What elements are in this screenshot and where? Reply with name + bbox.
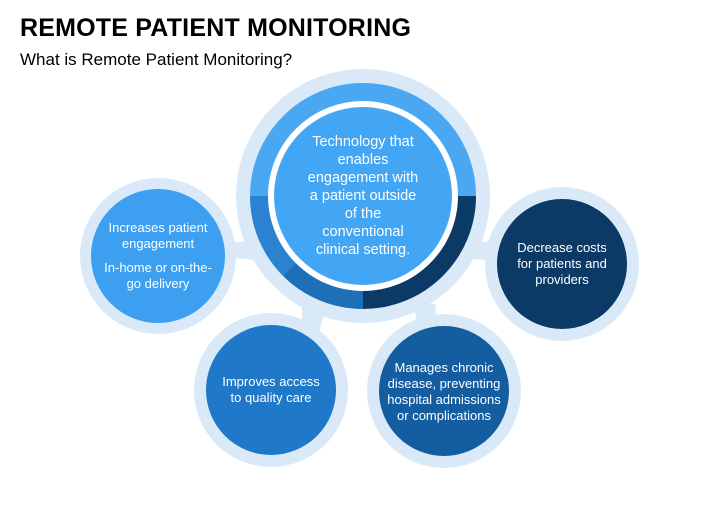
node-access-text: Improves access to quality care (222, 346, 320, 434)
node-circle-costs (497, 199, 627, 329)
node-chronic-text: Manages chronic disease, preventing hosp… (383, 350, 505, 434)
node-costs-line-1: Decrease costs for patients and provider… (517, 239, 607, 288)
page-subtitle: What is Remote Patient Monitoring? (20, 50, 293, 69)
node-chronic-line-1: Manages chronic disease, preventing hosp… (387, 359, 501, 424)
center-circle (274, 107, 452, 285)
center-text-label: Technology that enables engagement with … (307, 133, 419, 259)
node-access-line-1: Improves access to quality care (222, 373, 320, 405)
node-engagement-line-1: Increases patient engagement (108, 219, 208, 251)
node-circle-engagement (91, 189, 225, 323)
node-engagement-line-2: In-home or on-the-go delivery (104, 260, 212, 292)
node-circle-chronic (379, 326, 509, 456)
node-engagement-text: Increases patient engagement In-home or … (103, 200, 213, 312)
center-text: Technology that enables engagement with … (303, 134, 423, 259)
node-circle-access (206, 325, 336, 455)
page-title: REMOTE PATIENT MONITORING (20, 14, 412, 42)
node-costs-text: Decrease costs for patients and provider… (516, 222, 608, 306)
